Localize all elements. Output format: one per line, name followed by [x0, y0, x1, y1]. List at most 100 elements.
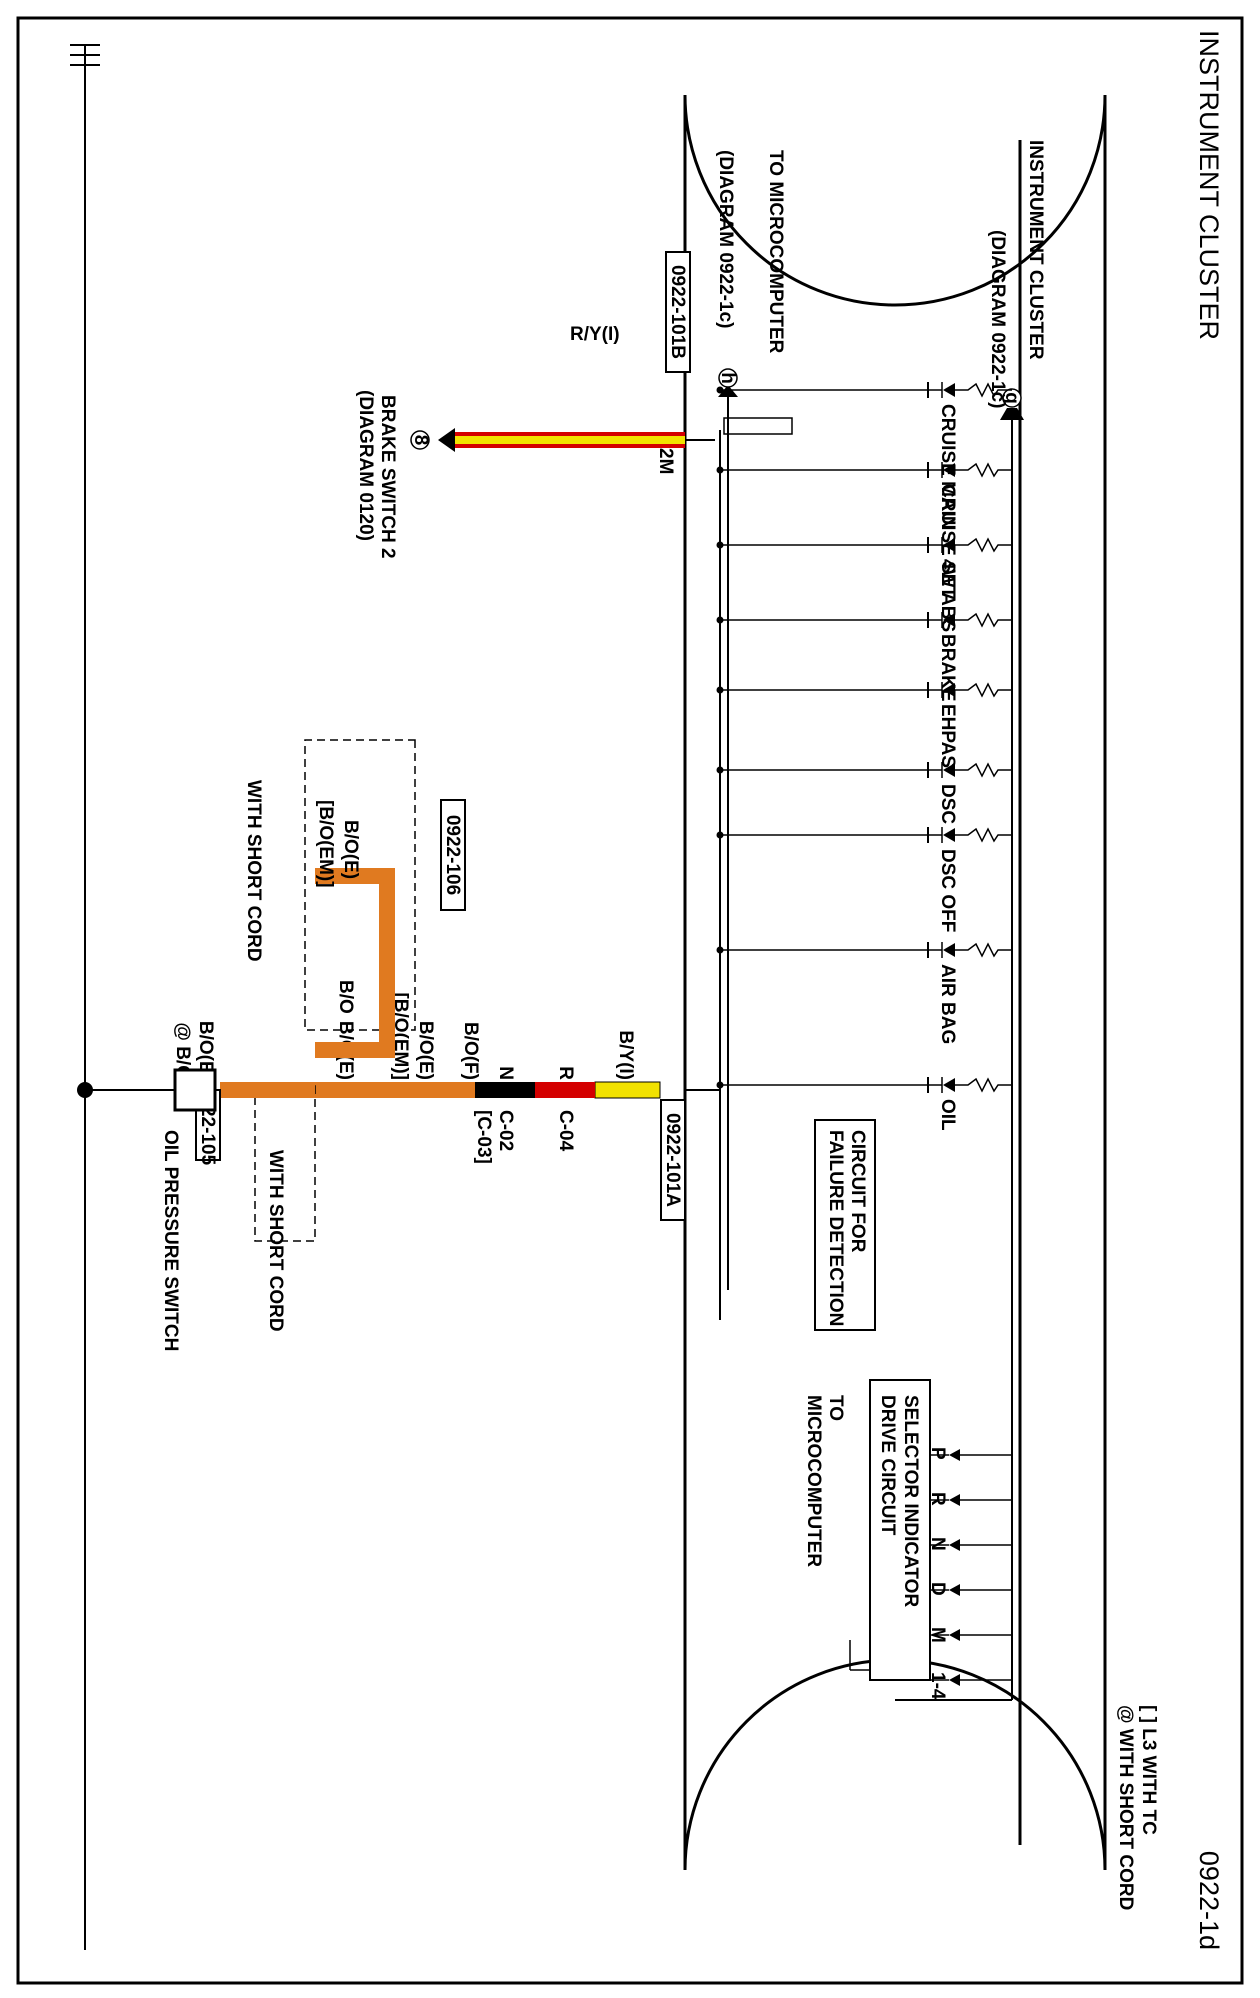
failure-detection-box: [814, 1119, 876, 1331]
led-icon: [943, 1078, 955, 1092]
wire-ry-yellow: [455, 436, 685, 444]
junction-dot: [716, 541, 724, 549]
circle-h: [718, 368, 738, 388]
short-cord-boem: [B/O(EM)]: [315, 800, 336, 888]
short-cord-label-2: WITH SHORT CORD: [265, 1150, 286, 1332]
circle-h-label: h: [717, 372, 738, 384]
indicator-label: DSC: [937, 784, 958, 824]
wire-bo-main: [315, 1082, 475, 1098]
selector-label: 1-4: [927, 1672, 948, 1700]
to-micro-bottom-1: TO: [825, 1395, 846, 1421]
resistor: [955, 612, 1012, 628]
wire-r: [535, 1082, 595, 1098]
connector-101a: [660, 1099, 686, 1221]
circle-brake-label: 8: [410, 435, 431, 446]
resistor: [955, 462, 1012, 478]
led-icon: [943, 763, 955, 777]
junction-dot: [716, 616, 724, 624]
junction-dot: [716, 946, 724, 954]
brake-switch-label: BRAKE SWITCH 2: [377, 395, 398, 559]
indicator-label: CRUISE SET: [937, 484, 958, 598]
oil-pressure-switch: [173, 1068, 217, 1112]
short-cord-box-2: [254, 1085, 316, 1242]
connector-c02-label: C-02: [495, 1110, 516, 1151]
selector-led-icon: [949, 1449, 960, 1461]
failure-detection-line-2: FAILURE DETECTION: [825, 1130, 846, 1326]
connector-c03-label: [C-03]: [473, 1110, 494, 1164]
wire-ry-label: R/Y(I): [570, 324, 620, 345]
selector-label: D: [927, 1582, 948, 1596]
junction-dot: [716, 386, 724, 394]
selector-led-icon: [949, 1539, 960, 1551]
resistor: [955, 537, 1012, 553]
arrow-h: [718, 385, 738, 397]
wire-boem-label: [B/O(EM)]: [390, 992, 411, 1080]
selector-led-icon: [949, 1494, 960, 1506]
wire-n-label: N: [495, 1066, 516, 1080]
selector-circuit-line-2: DRIVE CIRCUIT: [877, 1395, 898, 1536]
resistor: [955, 762, 1012, 778]
legend-line-2: @ WITH SHORT CORD: [1115, 1705, 1136, 1910]
junction-dot: [716, 466, 724, 474]
short-cord-box-1: [304, 739, 416, 1031]
selector-circuit-line-1: SELECTOR INDICATOR: [900, 1395, 921, 1607]
connector-c04-label: C-04: [555, 1110, 576, 1152]
wire-by: [594, 1081, 661, 1099]
connector-106: [440, 799, 466, 911]
led-icon: [943, 538, 955, 552]
oil-pressure-switch-label: OIL PRESSURE SWITCH: [160, 1130, 181, 1351]
short-cord-label-1: WITH SHORT CORD: [243, 780, 264, 962]
led-icon: [943, 383, 955, 397]
page-title: INSTRUMENT CLUSTER: [1194, 30, 1224, 340]
selector-led-icon: [949, 1629, 960, 1641]
wire-bo-branch-3: [315, 1042, 395, 1058]
page-code: 0922-1d: [1194, 1851, 1224, 1950]
circle-g-label: g: [1001, 392, 1022, 404]
arrow-brake: [438, 428, 455, 452]
indicator-label: DSC OFF: [937, 849, 958, 932]
led-icon: [943, 943, 955, 957]
brake-switch-ref: (DIAGRAM 0120): [355, 390, 376, 541]
wire-r-label: R: [555, 1066, 576, 1080]
failure-detection-line-1: CIRCUIT FOR: [847, 1130, 868, 1253]
wire-bof-label: B/O(F): [460, 1022, 481, 1080]
led-icon: [943, 463, 955, 477]
diagram-ref-h: (DIAGRAM 0922-1c): [715, 150, 736, 328]
resistor: [955, 1077, 1012, 1093]
junction-dot: [716, 686, 724, 694]
indicator-label: AIR BAG: [937, 964, 958, 1044]
selector-label: M: [927, 1627, 948, 1643]
resistor: [955, 382, 1012, 398]
arrow-g: [1000, 408, 1024, 420]
connector-101a-label: 0922-101A: [662, 1113, 683, 1207]
selector-led-icon: [949, 1674, 960, 1686]
indicator-label: OIL: [937, 1099, 958, 1131]
short-cord-boe: B/O(E): [340, 820, 361, 879]
cluster-label: INSTRUMENT CLUSTER: [1025, 140, 1046, 360]
selector-label: N: [927, 1537, 948, 1551]
diagram-ref-g: (DIAGRAM 0922-1c): [987, 230, 1008, 408]
indicator-label: EHPAS: [937, 704, 958, 768]
junction-dot: [716, 1081, 724, 1089]
wire-bo-oil: [220, 1082, 315, 1098]
led-icon: [943, 828, 955, 842]
to-micro-top: TO MICROCOMPUTER: [765, 150, 786, 354]
cluster-outline: [683, 94, 1107, 1871]
junction-dot: [716, 831, 724, 839]
bus-bracket: [723, 417, 793, 435]
wire-bo-branch-2: [379, 868, 395, 1058]
selector-circuit-box: [869, 1379, 931, 1681]
connector-106-label: 0922-106: [442, 815, 463, 895]
resistor: [955, 827, 1012, 843]
circle-g: [1002, 388, 1022, 408]
wire-boe-label: B/O(E): [415, 1021, 436, 1080]
resistor: [955, 682, 1012, 698]
to-micro-bottom-2: MICROCOMPUTER: [803, 1395, 824, 1567]
wire-boe-at-label: B/O(E): [195, 1021, 216, 1080]
led-icon: [943, 613, 955, 627]
wire-n: [475, 1082, 535, 1098]
indicator-label: CRUISE MAIN: [937, 404, 958, 530]
